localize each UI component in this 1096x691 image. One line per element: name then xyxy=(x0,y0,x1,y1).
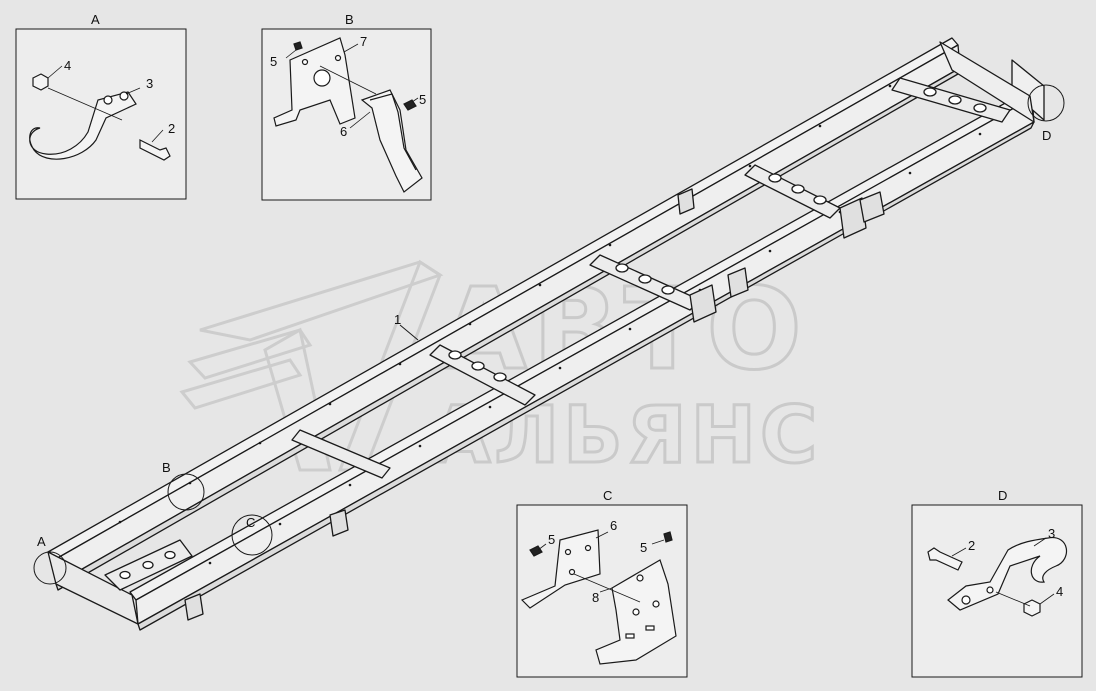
right-side-rail xyxy=(129,91,1035,631)
panel-b-label-5-side: 5 xyxy=(419,92,426,107)
tow-hook-d xyxy=(947,537,1068,611)
detail-panel-d: D 2 3 4 xyxy=(911,488,1083,678)
panel-b-label-6: 6 xyxy=(340,124,347,139)
panel-b-label-7: 7 xyxy=(360,34,367,49)
panel-c-title: C xyxy=(603,488,612,503)
detail-panel-a: A 4 3 2 xyxy=(15,12,187,200)
bolt-5-c-left xyxy=(529,545,543,557)
front-end-crossmember xyxy=(47,551,139,625)
panel-d-title: D xyxy=(998,488,1007,503)
callout-circle-a xyxy=(33,551,67,585)
bolt-5-c-right xyxy=(663,531,673,543)
detail-panel-b: B 5 7 5 6 xyxy=(261,12,432,201)
callout-circle-b xyxy=(167,473,205,511)
panel-a-label-2: 2 xyxy=(168,121,175,136)
chassis-frame xyxy=(47,37,1045,631)
callout-circle-c xyxy=(231,514,273,556)
callout-a: A xyxy=(37,534,46,549)
bracket-6-c xyxy=(520,529,601,609)
nut xyxy=(32,73,49,91)
left-side-rail xyxy=(47,37,961,591)
panel-b-label-5-top: 5 xyxy=(270,54,277,69)
panel-d-label-4: 4 xyxy=(1056,584,1063,599)
main-callouts xyxy=(33,84,1065,585)
bracket-6 xyxy=(360,89,423,193)
panel-d-label-2: 2 xyxy=(968,538,975,553)
bolt-5-side xyxy=(403,99,417,111)
panel-c-label-5-left: 5 xyxy=(548,532,555,547)
bolt-5-top xyxy=(293,41,303,51)
detail-panel-c: C 5 6 5 8 xyxy=(516,488,688,678)
callout-c: C xyxy=(246,515,255,530)
bolt-d xyxy=(927,547,963,571)
callout-d: D xyxy=(1042,128,1051,143)
panel-d-label-3: 3 xyxy=(1048,526,1055,541)
panel-a-label-3: 3 xyxy=(146,76,153,91)
panel-c-label-8: 8 xyxy=(592,590,599,605)
tow-hook xyxy=(29,91,137,160)
crossmember-holes xyxy=(119,87,987,580)
rear-end-crossmember xyxy=(1011,59,1045,121)
panel-c-label-5-right: 5 xyxy=(640,540,647,555)
callout-b: B xyxy=(162,460,171,475)
frame-part-number: 1 xyxy=(394,312,401,327)
panel-a-title: A xyxy=(91,12,100,27)
panel-c-label-6: 6 xyxy=(610,518,617,533)
bolt xyxy=(139,139,171,161)
panel-a-label-4: 4 xyxy=(64,58,71,73)
nut-d xyxy=(1023,599,1041,617)
panel-b-title: B xyxy=(345,12,354,27)
spring-mounts xyxy=(184,188,885,621)
crossmember-2 xyxy=(291,429,391,479)
callout-circle-d xyxy=(1027,84,1065,122)
